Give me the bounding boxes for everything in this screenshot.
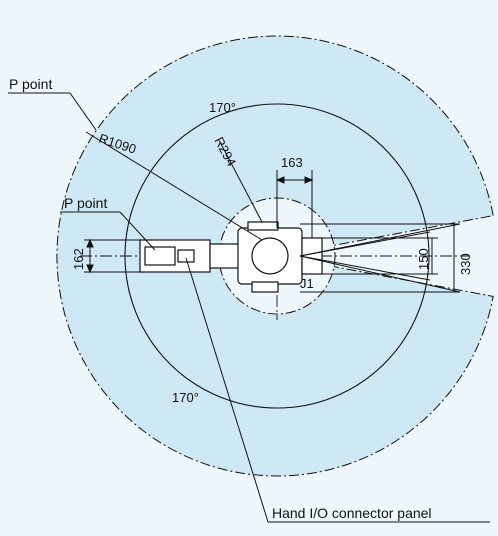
hand-io-label: Hand I/O connector panel (272, 505, 432, 521)
dim-height-left: 162 (71, 248, 86, 270)
p-point-outer-leader (69, 92, 97, 131)
robot-arm (139, 221, 323, 293)
joint-label: J1 (300, 276, 314, 291)
r1090-leader (85, 131, 263, 241)
dim-height-outer: 330 (458, 253, 473, 275)
p-point-outer-label: P point (9, 76, 52, 92)
angle-top: 170° (209, 100, 236, 115)
arm-link-connector (209, 243, 243, 269)
dim-height-inner: 150 (416, 248, 431, 270)
p-point-inner-label: P point (64, 195, 107, 211)
arm-tool-flange (144, 246, 176, 266)
arm-bottom-cap (251, 281, 279, 293)
p-point-inner-leader (119, 211, 156, 251)
arm-io-panel (177, 249, 195, 263)
arm-top-cap (247, 221, 279, 231)
arm-end (301, 237, 323, 275)
hand-io-leader (185, 257, 269, 523)
dim-offset: 163 (281, 155, 303, 170)
dimension-150-330 (299, 223, 461, 293)
angle-bottom: 170° (172, 390, 199, 405)
arm-joint-j1 (251, 237, 289, 275)
r294-leader (219, 141, 263, 223)
dimension-163 (275, 170, 314, 238)
dimension-162 (84, 238, 140, 274)
